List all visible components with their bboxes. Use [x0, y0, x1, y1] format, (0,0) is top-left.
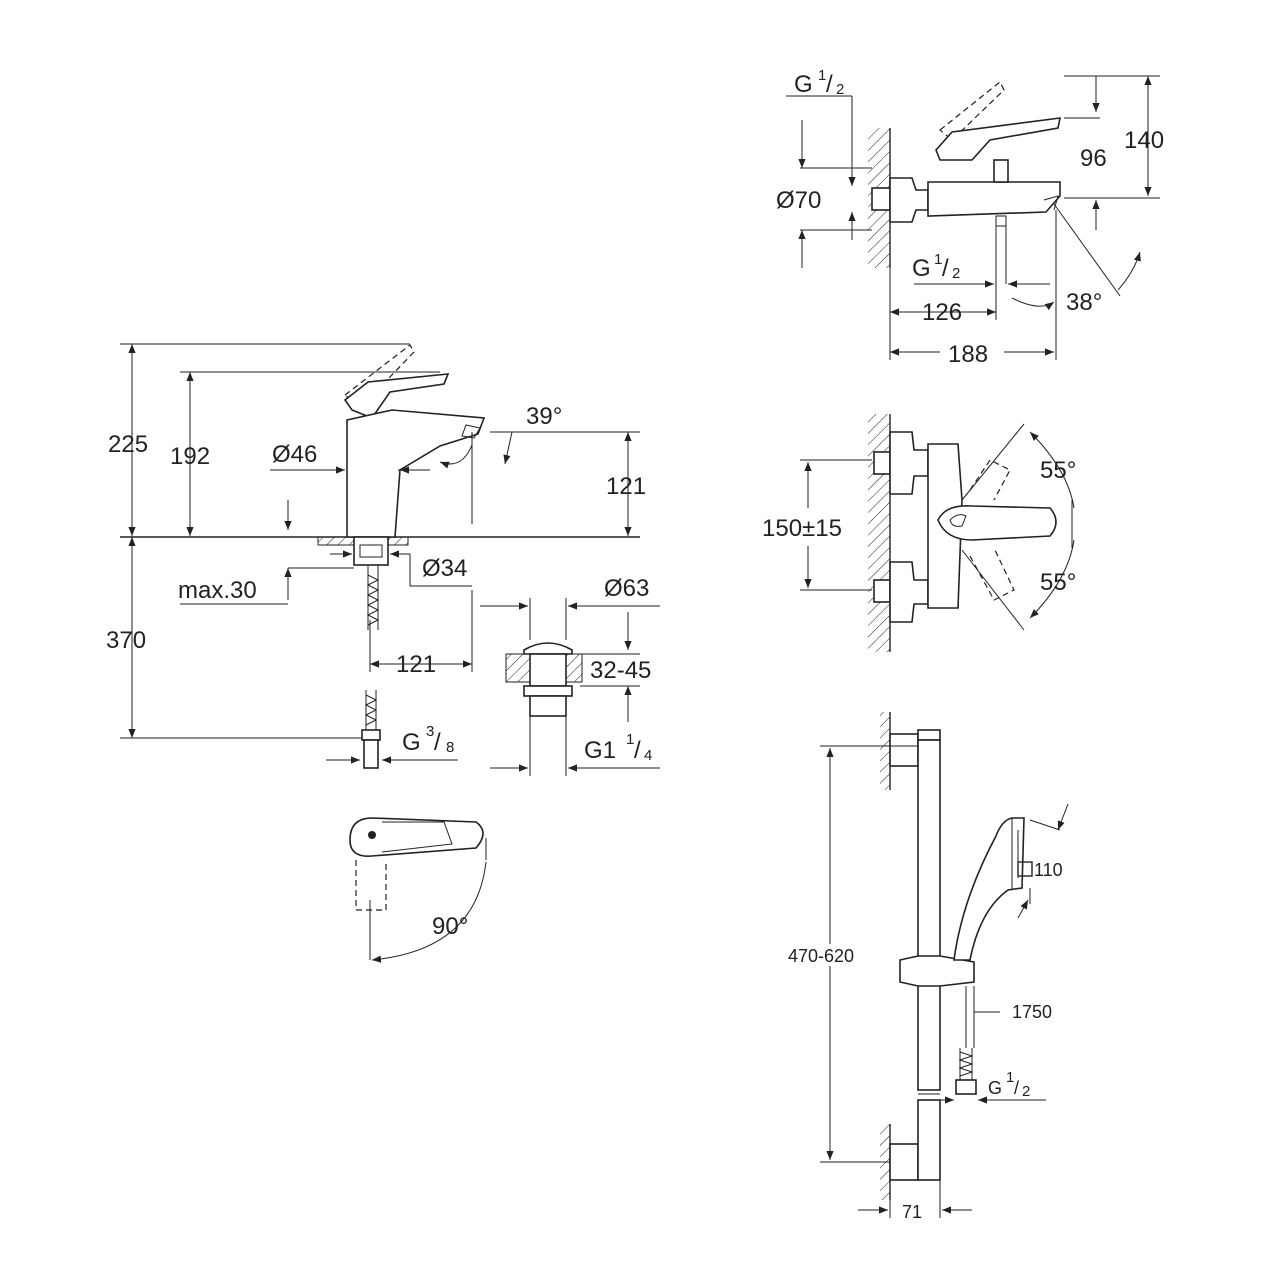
dim-55deg-bottom-label: 55°: [1040, 569, 1076, 596]
fraction-slash: /: [826, 71, 833, 98]
dim-g12-bottom-label: G: [912, 255, 931, 282]
fraction-slash: /: [634, 737, 641, 764]
dim-d46-label: Ø46: [272, 441, 317, 468]
dim-140-label: 140: [1124, 127, 1164, 154]
dim-1750-label: 1750: [1012, 1002, 1052, 1022]
dim-d63-label: Ø63: [604, 575, 649, 602]
dim-126-label: 126: [922, 299, 962, 326]
fraction-slash: /: [434, 729, 441, 756]
dim-225-label: 225: [108, 431, 148, 458]
bath-mixer-side-drawing: G 1 / 2 Ø70 96 140 G 1 / 2 126 38°: [776, 67, 1164, 368]
basin-mixer-top-view: 90°: [349, 817, 487, 963]
dim-192-label: 192: [170, 443, 210, 470]
fraction-slash: /: [942, 255, 949, 282]
dim-max30-label: max.30: [178, 577, 257, 604]
dim-d70-label: Ø70: [776, 187, 821, 214]
dim-g12-den: 2: [1022, 1083, 1030, 1100]
dim-39deg-label: 39°: [526, 403, 562, 430]
dim-g114-label: G1: [584, 737, 616, 764]
shower-set-drawing: 1750 G 1 / 2 110 470-620 71: [786, 712, 1069, 1222]
dim-g12-label: G: [988, 1078, 1002, 1098]
basin-mixer-drawing: 225 192 Ø46 39° 121: [106, 343, 646, 769]
waste-drawing: Ø63 32-45 G1 1 / 4: [480, 575, 660, 776]
dim-g12-bottom-num: 1: [934, 251, 942, 268]
dim-96-label: 96: [1080, 145, 1107, 172]
dim-370-label: 370: [106, 627, 146, 654]
dim-g12-bottom-den: 2: [952, 265, 960, 282]
dim-g114-den: 4: [644, 747, 652, 764]
dim-g38-num: 3: [426, 723, 434, 740]
dim-g38-label: G: [402, 729, 421, 756]
bath-mixer-front-drawing: 150±15 55° 55°: [762, 414, 1076, 652]
dim-90deg-label: 90°: [432, 913, 468, 940]
dim-110-label: 110: [1034, 860, 1063, 880]
dim-121-height-label: 121: [606, 473, 646, 500]
dim-g12-top-den: 2: [836, 81, 844, 98]
dim-38deg-label: 38°: [1066, 289, 1102, 316]
dim-g12-top-num: 1: [818, 67, 826, 84]
dim-71-label: 71: [902, 1202, 922, 1222]
dim-150-label: 150±15: [762, 515, 842, 542]
dim-32-45-label: 32-45: [590, 657, 651, 684]
dim-g38-den: 8: [446, 739, 454, 756]
dim-g12-num: 1: [1006, 1069, 1014, 1086]
dim-188-label: 188: [948, 341, 988, 368]
dim-d34-label: Ø34: [422, 555, 467, 582]
dim-g114-num: 1: [626, 731, 634, 748]
fraction-slash: /: [1014, 1078, 1019, 1098]
dim-121-reach-label: 121: [396, 651, 436, 678]
dim-g12-top-label: G: [794, 71, 813, 98]
dim-470-620-label: 470-620: [788, 946, 854, 966]
dim-55deg-top-label: 55°: [1040, 457, 1076, 484]
